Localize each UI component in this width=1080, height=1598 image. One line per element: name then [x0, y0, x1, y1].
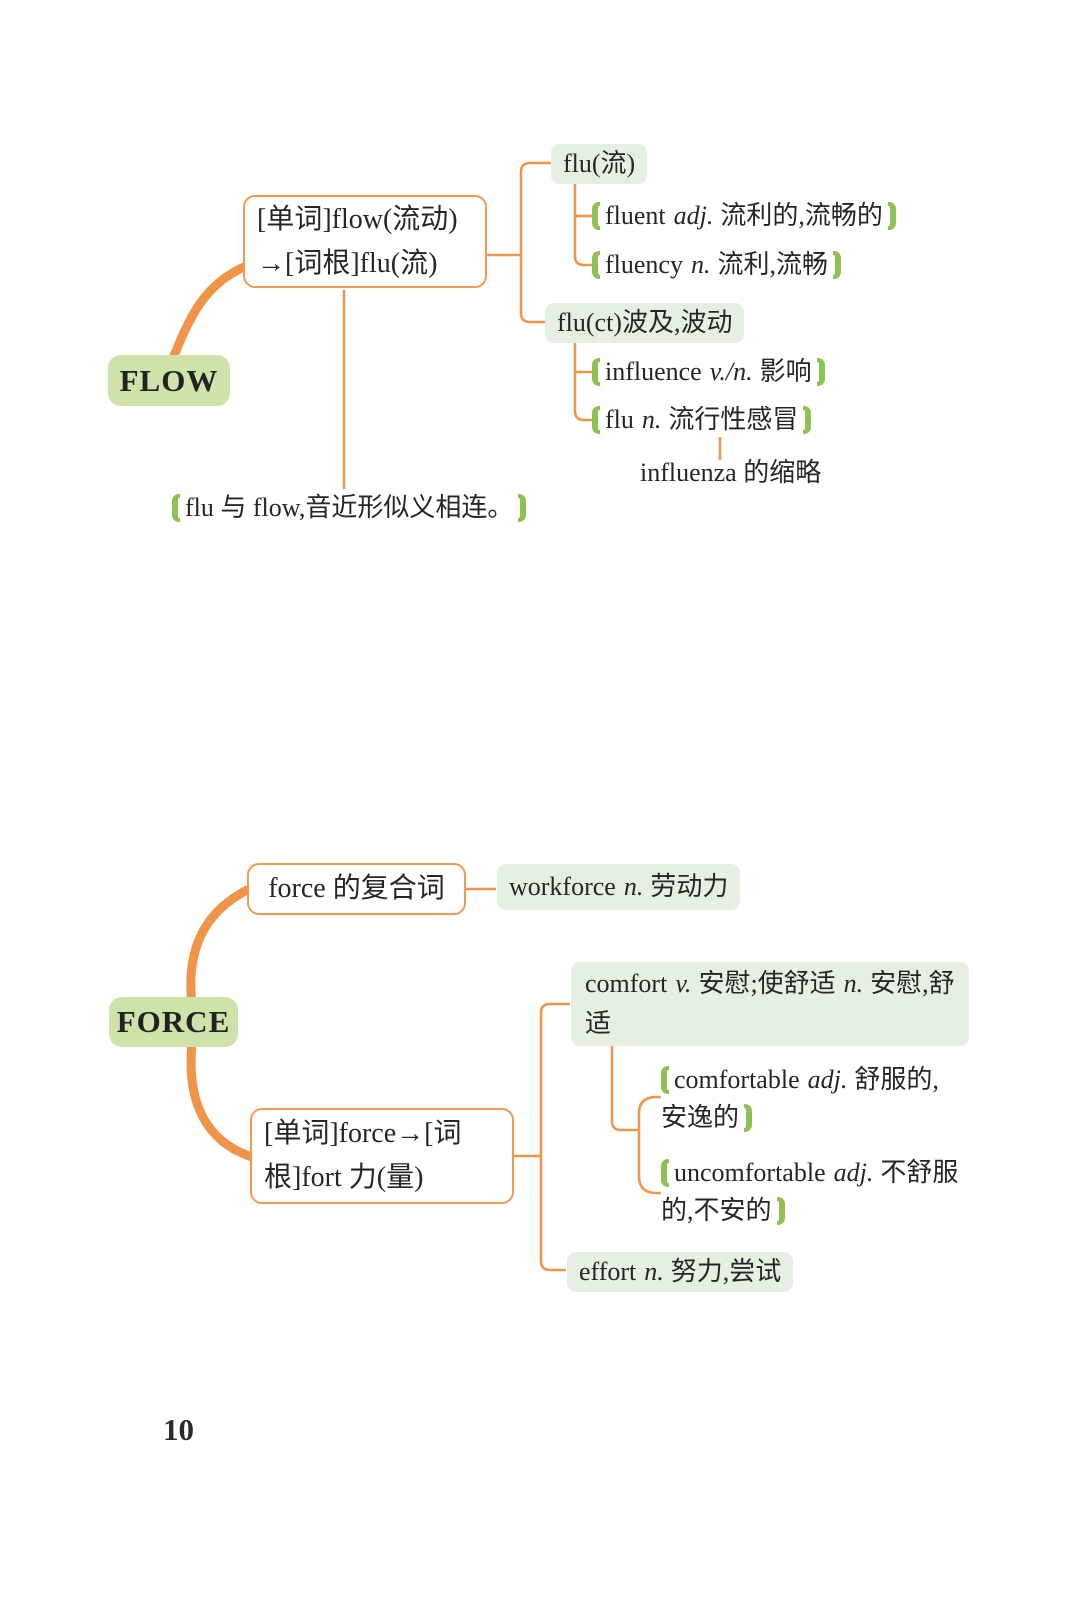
word: uncomfortable	[674, 1158, 826, 1187]
meaning: 不舒服的,不安的	[661, 1158, 959, 1225]
bracket-close-icon	[776, 1197, 785, 1225]
bracket-open-icon	[172, 494, 180, 522]
meaning: 安慰;使舒适	[698, 969, 836, 998]
bracket-open-icon	[592, 251, 600, 279]
word: flu	[605, 405, 634, 434]
part-of-speech: adj.	[673, 201, 714, 230]
part-of-speech: n.	[644, 1257, 664, 1286]
note-text: flu 与 flow,音近形似义相连。	[185, 493, 514, 522]
flow-word-line1: [单词]flow(流动)	[257, 203, 458, 235]
part-of-speech: adj.	[833, 1158, 874, 1187]
meaning: 流利的,流畅的	[720, 201, 883, 230]
word: fluency	[605, 250, 683, 279]
force-root-label: FORCE	[116, 1004, 231, 1039]
bracket-close-icon	[744, 1104, 753, 1132]
bracket-close-icon	[518, 494, 527, 522]
force-root-badge: FORCE	[109, 997, 238, 1047]
meaning: 舒服的,安逸的	[661, 1065, 939, 1132]
meaning: 劳动力	[650, 872, 729, 901]
part-of-speech: adj.	[807, 1065, 848, 1094]
force-word-line2: 根]fort 力(量)	[264, 1162, 424, 1193]
flow-root-badge: FLOW	[108, 355, 230, 406]
force-word-box: [单词]force→[词 根]fort 力(量)	[250, 1108, 514, 1204]
word: effort	[579, 1257, 637, 1286]
force-compound-box: force 的复合词	[247, 863, 466, 915]
word: workforce	[509, 872, 616, 901]
word: comfortable	[674, 1065, 800, 1094]
part-of-speech: n.	[690, 250, 711, 279]
branch-fluct-label: flu(ct)波及,波动	[545, 303, 745, 343]
part-of-speech: n.	[641, 405, 662, 434]
flow-word-line2: →[词根]flu(流)	[257, 247, 438, 279]
flu-abbreviation-note: influenza 的缩略	[640, 458, 822, 487]
flow-memory-note: flu 与 flow,音近形似义相连。	[172, 491, 527, 525]
word: comfort	[585, 969, 668, 998]
part-of-speech: v./n.	[709, 357, 753, 386]
part-of-speech: n.	[843, 969, 864, 998]
force-bottom-curve	[186, 1029, 257, 1162]
flow-word-box: [单词]flow(流动) →[词根]flu(流)	[243, 195, 487, 288]
bracket-close-icon	[887, 202, 896, 230]
flow-root-curve	[163, 261, 251, 377]
meaning: 影响	[759, 357, 812, 386]
meaning: 努力,尝试	[670, 1257, 782, 1286]
branch-flu-label: flu(流)	[551, 144, 648, 184]
part-of-speech: v.	[675, 969, 692, 998]
page-number: 10	[163, 1412, 194, 1447]
force-top-curve	[186, 885, 252, 1017]
meaning: 流行性感冒	[668, 405, 799, 434]
bracket-close-icon	[816, 358, 825, 386]
bracket-open-icon	[592, 406, 600, 434]
word: fluent	[605, 201, 666, 230]
bracket-close-icon	[832, 251, 841, 279]
meaning: 流利,流畅	[717, 250, 828, 279]
flow-root-label: FLOW	[119, 362, 219, 398]
force-word-line1: [单词]force→[词	[264, 1118, 462, 1149]
bracket-open-icon	[661, 1159, 669, 1187]
bracket-close-icon	[803, 406, 812, 434]
bracket-open-icon	[661, 1066, 669, 1094]
bracket-open-icon	[592, 358, 600, 386]
part-of-speech: n.	[623, 872, 644, 901]
word: influence	[605, 357, 702, 386]
bracket-open-icon	[592, 202, 600, 230]
meaning: 安慰,舒适	[585, 969, 955, 1038]
